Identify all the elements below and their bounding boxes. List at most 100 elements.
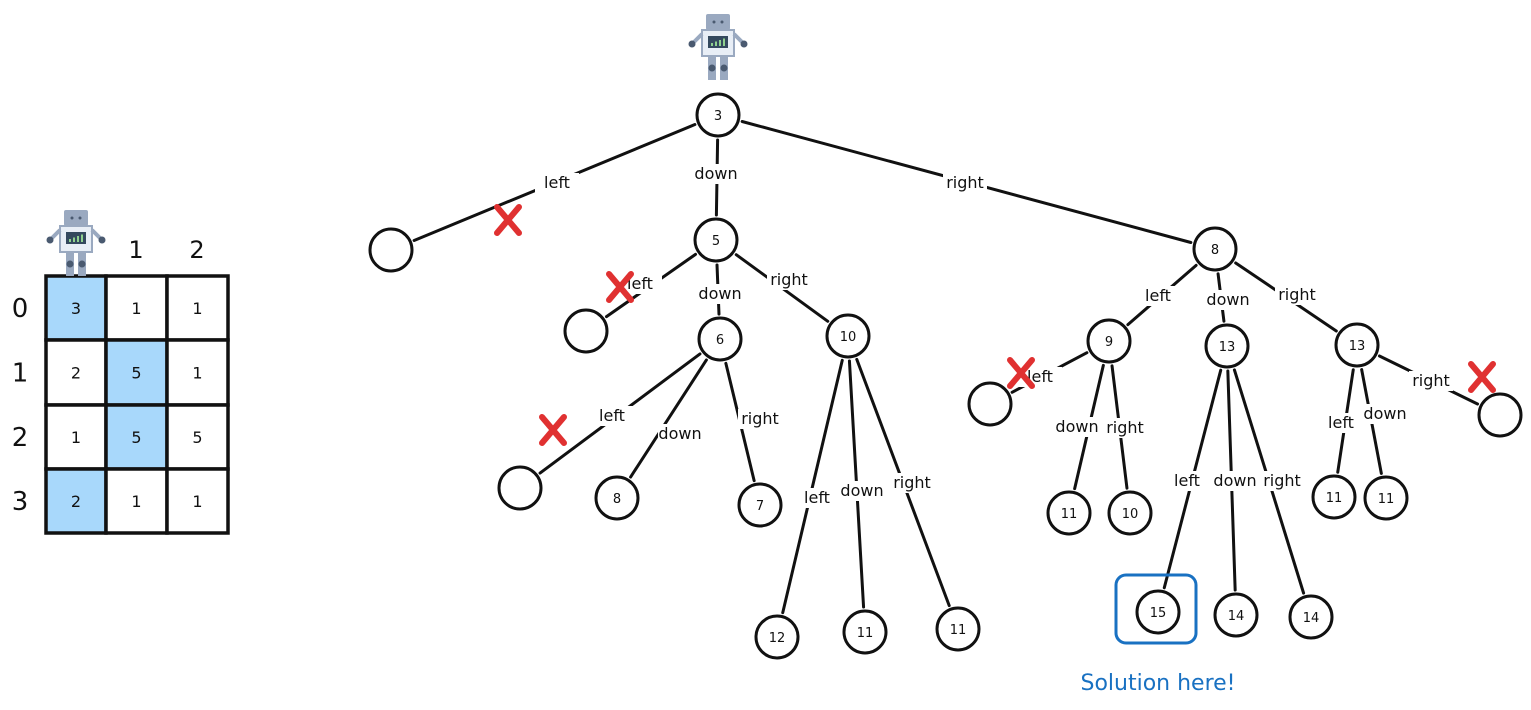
tree-edge [629,358,708,479]
tree-node: 14 [1288,594,1334,640]
grid-cell [165,467,230,535]
edge-label-bg [1103,418,1147,438]
tree-node: 15 [1135,589,1181,635]
tree-node-empty [563,308,609,354]
tree-node: 11 [1311,474,1357,520]
row-header: 3 [12,487,29,517]
robot-icon [46,210,106,276]
edge-label-right: right [1278,285,1316,304]
node-value: 3 [714,109,722,124]
row-header: 0 [12,294,29,324]
tree-node: 12 [754,614,800,660]
grid-cell-value: 5 [131,364,141,383]
grid-cell-value: 1 [192,364,202,383]
edge-label-down: down [1206,290,1249,309]
grid-cell-value: 2 [71,364,81,383]
edge-label-bg [1165,471,1209,491]
edge-label-bg [1213,471,1257,491]
tree-node: 9 [1086,318,1132,364]
edge-label-down: down [698,284,741,303]
edge-label-bg [658,424,702,444]
tree-node: 5 [693,217,739,263]
edge-label-bg [738,409,782,429]
edge-label-left: left [627,274,653,293]
edge-label-down: down [1363,404,1406,423]
grid-cell-value: 2 [71,492,81,511]
edge-label-left: left [599,406,625,425]
edge-label-bg [1055,417,1099,437]
tree-node: 6 [697,316,743,362]
pruned-x-icon [1468,361,1496,393]
grid-cell [44,467,108,535]
node-value: 14 [1303,611,1320,626]
edge-label-right: right [741,409,779,428]
grid-cell-value: 1 [131,299,141,318]
col-header: 1 [128,236,143,264]
node-value: 10 [840,330,857,345]
node-value: 11 [1061,507,1078,522]
tree-node: 13 [1204,323,1250,369]
pruned-x-icon [494,204,522,236]
grid-cell-value: 3 [71,299,81,318]
node-value: 12 [769,631,786,646]
edge-label-bg [590,406,634,426]
edge-label-bg [1275,285,1319,305]
edge-label-left: left [1145,286,1171,305]
node-value: 11 [857,626,874,641]
solution-label: Solution here! [1080,671,1235,696]
tree-node: 10 [1107,490,1153,536]
grid-cell-value: 5 [192,428,202,447]
node-value: 13 [1349,339,1366,354]
tree-node: 3 [695,92,741,138]
tree-node: 13 [1334,322,1380,368]
edge-label-left: left [1328,413,1354,432]
grid-cell [104,403,169,471]
edge-label-bg [1260,471,1304,491]
node-value: 6 [716,333,724,348]
pruned-x-icon [606,271,634,303]
node-value: 11 [950,623,967,638]
edge-label-bg [694,164,738,184]
edge-label-left: left [1027,367,1053,386]
edge-label-right: right [893,473,931,492]
edge-label-down: down [1213,471,1256,490]
row-header: 1 [12,359,29,389]
node-value: 11 [1378,492,1395,507]
edge-label-down: down [694,164,737,183]
edge-label-bg [840,481,884,501]
node-value: 15 [1150,606,1167,621]
pruned-x-icon [539,414,567,446]
tree-node: 14 [1213,592,1259,638]
edge-label-bg [1409,371,1453,391]
grid-cell-value: 5 [131,428,141,447]
tree-node-empty [1477,392,1523,438]
edge-label-right: right [946,173,984,192]
tree-node: 8 [594,475,640,521]
tree-node: 10 [825,313,871,359]
node-value: 11 [1326,491,1343,506]
node-value: 8 [1211,243,1219,258]
tree-node-empty [368,227,414,273]
tree-node: 11 [935,606,981,652]
edge-label-bg [1319,413,1363,433]
tree-node-empty [967,381,1013,427]
grid-cell-value: 1 [192,299,202,318]
edge-label-down: down [658,424,701,443]
edge-label-right: right [770,270,808,289]
tree-node-empty [497,465,543,511]
tree-node: 11 [1363,475,1409,521]
tree-node: 11 [842,609,888,655]
node-value: 13 [1219,340,1236,355]
node-value: 8 [613,492,621,507]
tree-edge [781,358,844,615]
edge-label-down: down [1055,417,1098,436]
edge-label-bg [890,473,934,493]
edge-label-right: right [1106,418,1144,437]
tree-node: 7 [737,482,783,528]
edge-label-bg [795,488,839,508]
tree-edges: left down right left down right left down right l… [412,120,1496,615]
edge-label-bg [1136,286,1180,306]
tree-nodes: 3 5 8 6 10 8 7 12 11 11 9 13 13 11 10 15 14 14 11 11 [368,92,1523,660]
tree-node: 8 [1192,226,1238,272]
